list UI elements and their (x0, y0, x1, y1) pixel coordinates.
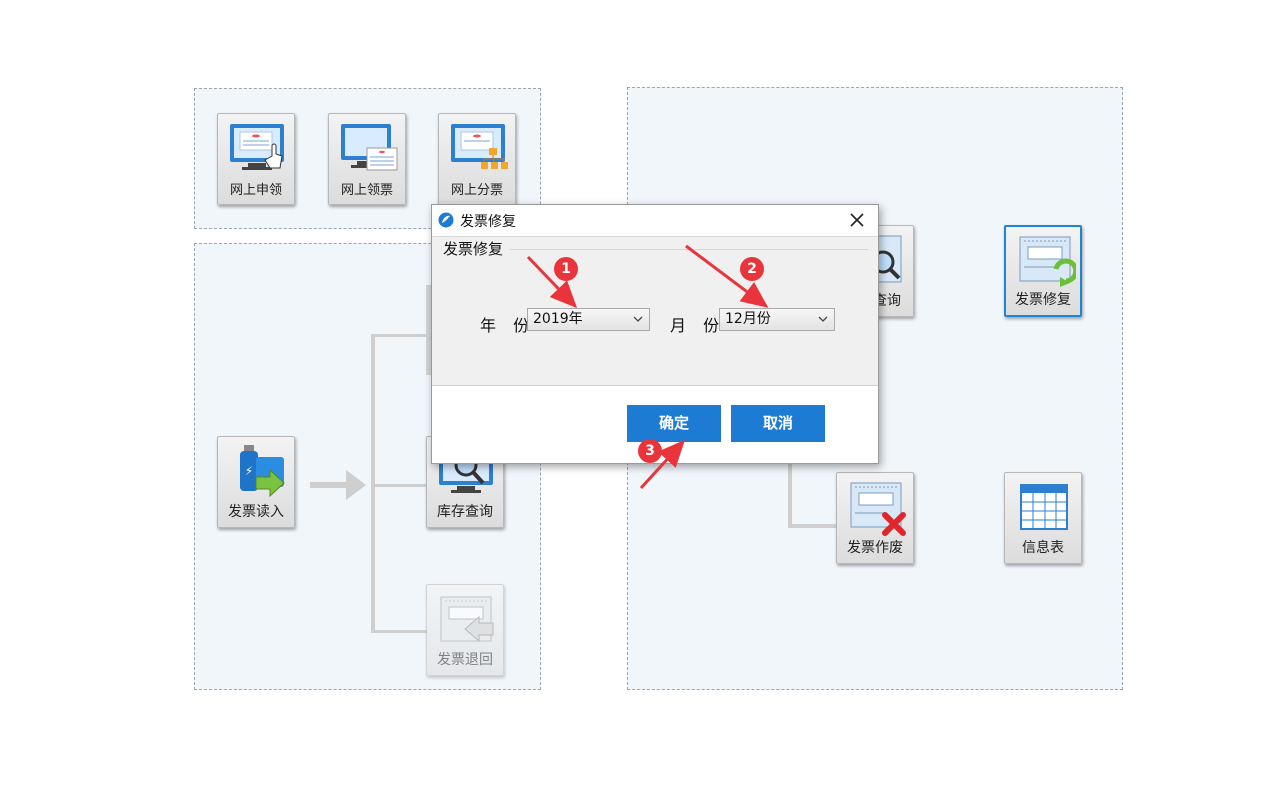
info-table-tile[interactable]: 信息表 (1004, 472, 1082, 564)
invoice-return-tile[interactable]: 发票退回 (426, 584, 504, 676)
month-value: 12月份 (725, 311, 771, 327)
app-logo-icon (438, 212, 454, 228)
group-divider (510, 249, 868, 250)
close-icon (850, 213, 864, 227)
online-receive-tile[interactable]: 网上领票 (328, 113, 406, 205)
monitor-org-icon (451, 124, 508, 169)
tile-label: 网上分票 (450, 183, 503, 198)
month-select[interactable]: 12月份 (719, 308, 835, 331)
flow-connector (371, 484, 427, 487)
tile-label: 网上领票 (340, 183, 393, 198)
hidden-tile-edge (426, 285, 432, 375)
close-button[interactable] (846, 209, 868, 231)
tile-label: 发票作废 (847, 540, 903, 556)
online-apply-tile[interactable]: 网上申领 (217, 113, 295, 205)
monitor-hand-icon (230, 124, 284, 170)
confirm-button[interactable]: 确定 (627, 405, 721, 442)
invoice-void-tile[interactable]: 发票作废 (836, 472, 914, 564)
group-title: 发票修复 (443, 238, 508, 259)
step-marker-1: 1 (554, 257, 578, 281)
chevron-down-icon (633, 316, 643, 322)
tile-label: 发票修复 (1015, 292, 1071, 308)
tile-label: 查询 (873, 293, 901, 309)
tile-label: 网上申领 (229, 183, 282, 198)
invoice-void-icon (850, 482, 906, 536)
dialog-title: 发票修复 (460, 214, 516, 230)
dialog-titlebar[interactable]: 发票修复 (432, 205, 878, 235)
chevron-down-icon (818, 316, 828, 322)
invoice-repair-tile[interactable]: 发票修复 (1004, 225, 1082, 317)
tile-label: 信息表 (1022, 540, 1064, 556)
tile-label: 发票退回 (437, 652, 493, 668)
year-value: 2019年 (533, 311, 583, 327)
tile-label: 发票读入 (228, 504, 284, 520)
step-marker-3: 3 (638, 439, 662, 463)
usb-import-icon: ⚡ (240, 445, 285, 498)
month-label: 月 份 (670, 316, 726, 335)
svg-text:⚡: ⚡ (245, 464, 253, 478)
year-label: 年 份 (480, 316, 536, 335)
online-split-tile[interactable]: 网上分票 (438, 113, 516, 205)
step-marker-2: 2 (740, 257, 764, 281)
invoice-repair-icon (1019, 236, 1076, 287)
flow-connector (371, 334, 427, 337)
table-icon (1020, 484, 1068, 530)
invoice-read-tile[interactable]: ⚡ 发票读入 (217, 436, 295, 528)
flow-connector (371, 334, 375, 632)
repair-groupbox: 发票修复 年 份 2019年 月 份 12月份 (432, 236, 878, 386)
year-select[interactable]: 2019年 (527, 308, 650, 331)
tile-label: 库存查询 (437, 504, 493, 520)
invoice-return-icon (440, 596, 494, 643)
cancel-button[interactable]: 取消 (731, 405, 825, 442)
invoice-repair-dialog: 发票修复 发票修复 年 份 2019年 月 份 12月份 确定 取消 (431, 204, 879, 464)
flow-connector (371, 630, 427, 633)
monitor-ticket-icon (341, 124, 398, 171)
